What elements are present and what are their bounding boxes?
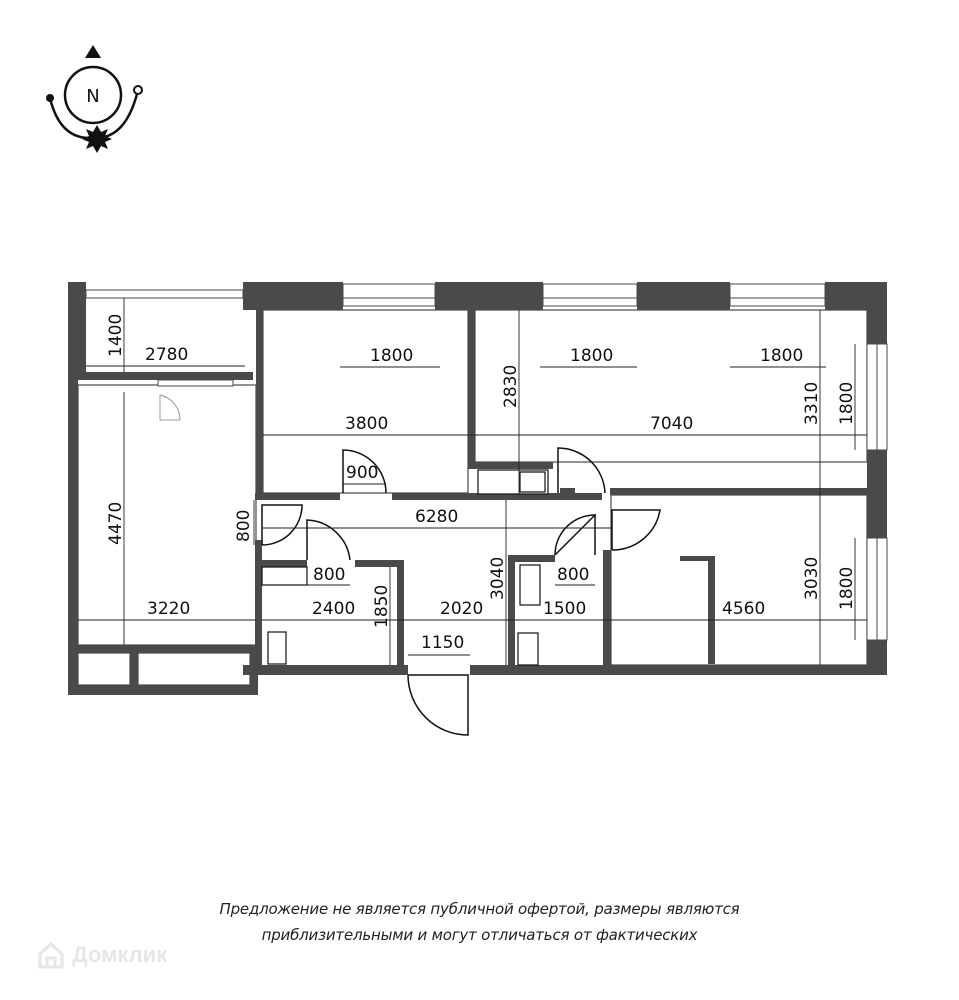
dim-bedroom3-width: 4560 — [722, 599, 765, 619]
disclaimer-line-1: Предложение не является публичной оферто… — [219, 900, 740, 918]
dim-balcony-depth: 1400 — [106, 314, 126, 357]
dim-balcony-width: 2780 — [145, 345, 188, 365]
sun-icon — [82, 125, 112, 153]
dim-living-width: 7040 — [650, 414, 693, 434]
disclaimer-line-2: приблизительными и могут отличаться от ф… — [261, 926, 698, 944]
dim-wc-door: 800 — [557, 565, 589, 585]
dim-bath-depth: 1850 — [372, 585, 392, 628]
dim-corridor-length: 6280 — [415, 507, 458, 527]
watermark: Домклик — [36, 940, 167, 970]
dim-bath-door: 800 — [313, 565, 345, 585]
washing-machine-icon — [261, 566, 308, 586]
north-arrow-icon — [85, 45, 101, 58]
dim-entrance-width: 1150 — [421, 633, 464, 653]
dim-bedroom1-door: 900 — [346, 463, 378, 483]
dim-kitchen-length: 4470 — [106, 502, 126, 545]
dim-living-depth: 3310 — [802, 382, 822, 425]
fixtures — [261, 469, 549, 666]
dim-hall-width: 2020 — [440, 599, 483, 619]
doors — [159, 394, 661, 736]
dim-bedroom3-window: 1800 — [837, 567, 857, 610]
compass: N — [46, 45, 143, 153]
dim-hall-depth: 3040 — [488, 557, 508, 600]
dim-bedroom2-depth: 2830 — [501, 365, 521, 408]
dim-kitchen-width: 3220 — [147, 599, 190, 619]
house-icon — [38, 941, 64, 969]
walls — [68, 282, 887, 695]
dim-wc-width: 1500 — [543, 599, 586, 619]
dim-bedroom1-window: 1800 — [370, 346, 413, 366]
dim-hall-door: 800 — [234, 510, 254, 542]
dim-living-side-window: 1800 — [837, 382, 857, 425]
dim-bath-width: 2400 — [312, 599, 355, 619]
toilet-icon — [267, 631, 287, 665]
watermark-text: Домклик — [72, 942, 168, 967]
dim-bedroom1-width: 3800 — [345, 414, 388, 434]
dim-bedroom3-depth: 3030 — [802, 557, 822, 600]
dim-living-window-b: 1800 — [760, 346, 803, 366]
dim-living-window-a: 1800 — [570, 346, 613, 366]
dimension-lines — [78, 298, 867, 665]
windows — [85, 283, 888, 641]
compass-north-label: N — [86, 86, 99, 107]
